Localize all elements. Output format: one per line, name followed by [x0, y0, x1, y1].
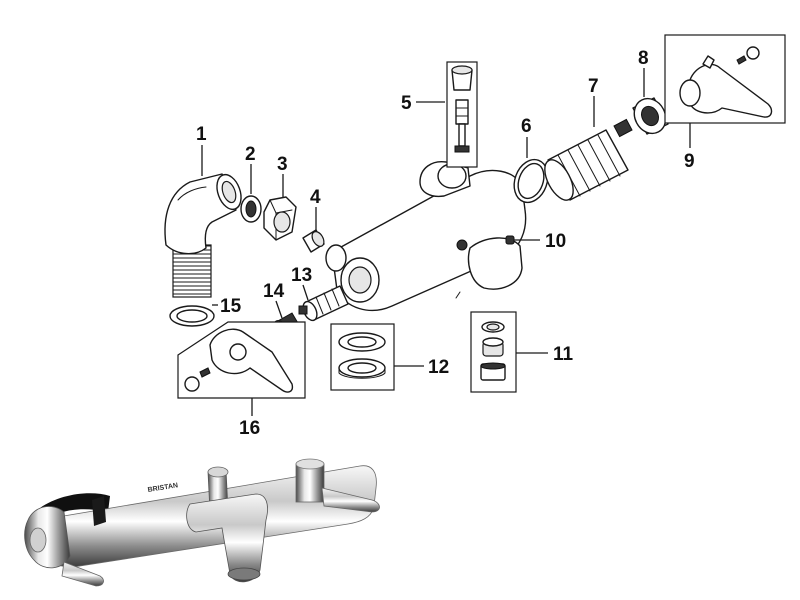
callout-3: 3: [277, 154, 288, 175]
part-8-bushing: [632, 97, 669, 135]
callout-5: 5: [401, 93, 412, 114]
callout-6: 6: [521, 116, 532, 137]
callout-2: 2: [245, 144, 256, 165]
part-10-grub-screw: [505, 235, 515, 245]
callout-4: 4: [310, 187, 321, 208]
part-7-thermostatic-cartridge: [544, 118, 633, 201]
part-12-seal-box: [330, 323, 395, 391]
callout-14: 14: [263, 281, 285, 302]
part-16-handle-box: [177, 321, 306, 399]
part-11-aerator-box: [470, 311, 517, 393]
callout-9: 9: [684, 151, 695, 172]
part-13-flow-cartridge: [298, 285, 349, 322]
part-9-handle-box: [664, 34, 786, 124]
callout-13: 13: [291, 265, 312, 286]
callout-10: 10: [545, 231, 566, 252]
leader-lines: [201, 68, 691, 416]
product-photo-bath-shower-mixer: BRISTAN: [24, 458, 380, 587]
callout-12: 12: [428, 357, 449, 378]
part-6-o-ring: [513, 158, 549, 204]
callout-labels: 1 2 3 4 5 6 7 8 9 10 11 12 13 14 15 16: [196, 48, 695, 439]
callout-8: 8: [638, 48, 649, 69]
callout-11: 11: [553, 344, 574, 365]
part-4-insert: [302, 229, 325, 253]
part-2-washer: [240, 195, 262, 223]
callout-7: 7: [588, 76, 599, 97]
product-brand-mark: BRISTAN: [147, 482, 178, 494]
part-3-hex-nut: [263, 196, 297, 241]
callout-1: 1: [196, 124, 207, 145]
valve-body: [325, 161, 527, 311]
callout-16: 16: [239, 418, 260, 439]
part-5-cartridge-box: [446, 61, 478, 168]
callout-15: 15: [220, 296, 242, 317]
part-15-flat-washer: [169, 305, 215, 327]
part-1-elbow-leg: [164, 173, 242, 298]
